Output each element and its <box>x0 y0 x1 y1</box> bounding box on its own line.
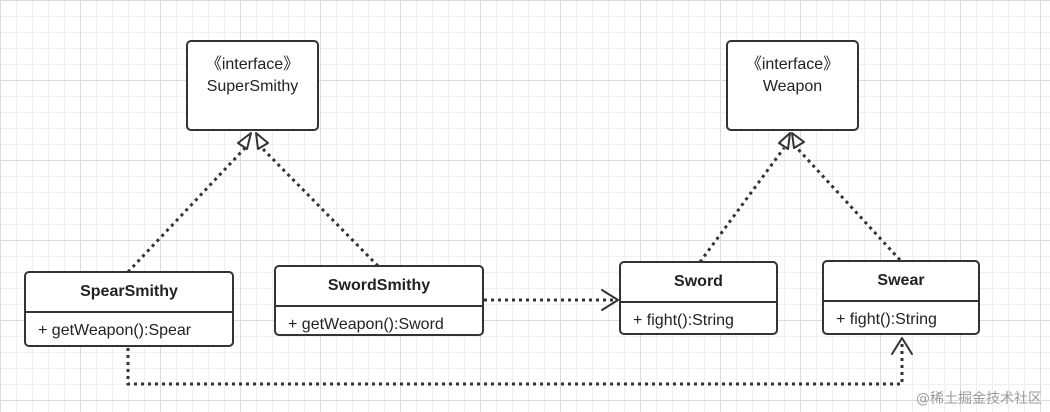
realization-line-spearsmithy <box>126 146 247 274</box>
interface-supersmithy[interactable]: 《interface》 SuperSmithy <box>186 40 319 131</box>
interface-name: Weapon <box>762 78 823 95</box>
interface-weapon[interactable]: 《interface》 Weapon <box>726 40 859 131</box>
interface-name: SuperSmithy <box>206 78 299 95</box>
interface-stereotype: 《interface》 <box>205 56 300 73</box>
class-method: + fight():String <box>836 311 937 328</box>
class-name: SwordSmithy <box>276 267 482 307</box>
realization-line-sword <box>698 147 786 263</box>
class-method: + fight():String <box>633 312 734 329</box>
realization-arrowhead-swear <box>791 132 805 149</box>
dependency-arrowhead-sword <box>601 289 619 311</box>
class-name: Sword <box>621 263 776 303</box>
class-swordsmithy[interactable]: SwordSmithy + getWeapon():Sword <box>274 265 484 336</box>
dependency-line-spearsmithy-swear <box>126 342 904 386</box>
realization-line-swordsmithy <box>260 146 380 268</box>
class-sword[interactable]: Sword + fight():String <box>619 261 778 335</box>
class-spearsmithy[interactable]: SpearSmithy + getWeapon():Spear <box>24 271 234 347</box>
realization-line-swear <box>795 146 902 262</box>
class-name: Swear <box>824 262 978 302</box>
class-method: + getWeapon():Sword <box>288 316 444 333</box>
realization-arrowhead-swordsmithy <box>255 132 269 150</box>
class-swear[interactable]: Swear + fight():String <box>822 260 980 335</box>
class-name: SpearSmithy <box>26 273 232 313</box>
realization-arrowhead-spearsmithy <box>237 132 252 150</box>
dependency-arrowhead-swear <box>891 337 913 355</box>
interface-stereotype: 《interface》 <box>745 56 840 73</box>
class-method: + getWeapon():Spear <box>38 322 192 339</box>
watermark: @稀土掘金技术社区 <box>916 391 1042 407</box>
realization-arrowhead-sword <box>778 132 791 150</box>
